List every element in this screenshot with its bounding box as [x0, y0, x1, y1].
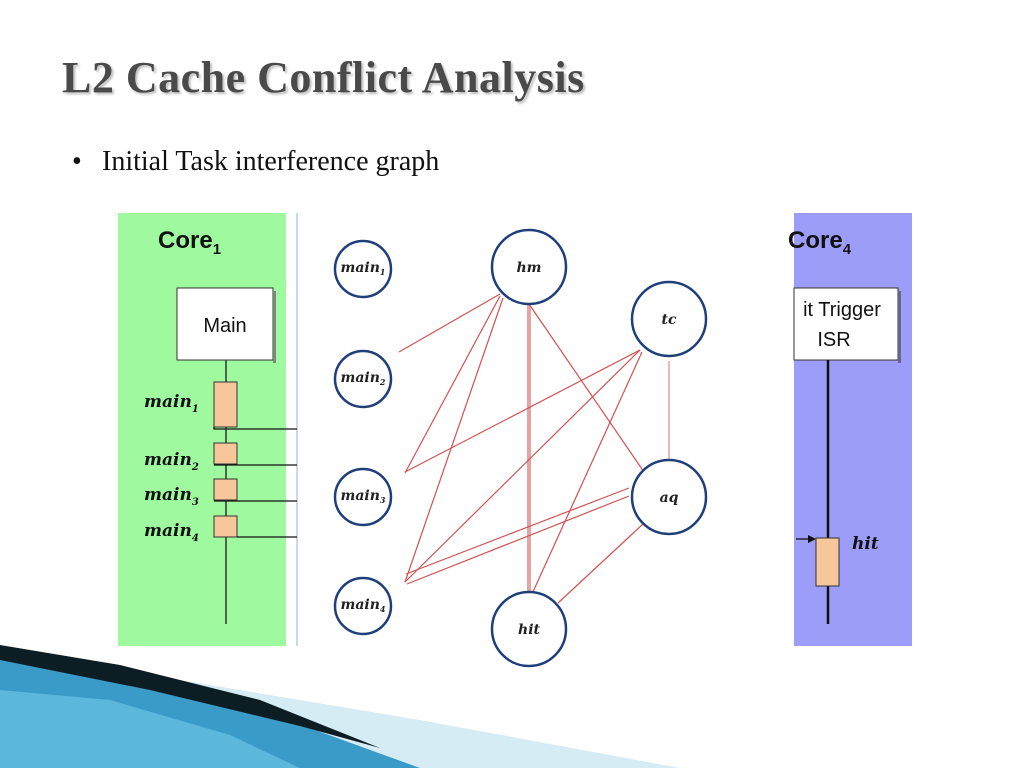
core4-isr-box: [793, 287, 899, 361]
edge-tc-main4: [404, 349, 641, 583]
svg-text:main1: main1: [341, 260, 386, 277]
graph-nodes: main1 main2 main3 main4 hm tc aq hit: [333, 228, 708, 668]
core1-connector-1: [213, 427, 297, 430]
swoosh-dark: [0, 645, 380, 748]
core4-panel: Core4 it Trigger ISR hit: [788, 213, 912, 646]
svg-text:main4: main4: [341, 597, 386, 614]
core4-task-label: hit: [852, 534, 879, 554]
svg-text:hit: hit: [518, 622, 540, 638]
graph-node-main3: main3: [333, 467, 393, 527]
graph-node-hit: hit: [490, 590, 568, 668]
core4-isr-box-shadow: [898, 291, 901, 363]
edge-hm-main3: [404, 295, 501, 474]
edge-hm-aq: [528, 303, 645, 473]
edge-aq-hit: [557, 523, 644, 604]
edge-tc-main3: [404, 349, 641, 473]
core4-isr-line1: it Trigger: [803, 299, 881, 321]
core1-task-label-1: main1: [144, 392, 199, 415]
core1-task-label-4: main4: [144, 521, 199, 544]
core1-task-label-2: main2: [144, 450, 199, 473]
core4-label: Core4: [788, 227, 852, 258]
core1-task-block-4: [213, 515, 238, 538]
svg-text:tc: tc: [662, 312, 677, 328]
edge-aq-main4: [406, 495, 630, 585]
svg-text:aq: aq: [660, 490, 679, 506]
graph-edges: [398, 293, 670, 604]
core1-task-block-1: [213, 381, 238, 428]
graph-node-aq: aq: [630, 458, 708, 536]
core4-arrowhead: [808, 535, 816, 543]
core4-task-block: [815, 537, 840, 587]
core1-task-label-3: main3: [144, 485, 199, 508]
svg-text:main2: main2: [341, 370, 386, 387]
swoosh-cyan: [0, 690, 300, 768]
edge-aq-main3: [405, 487, 630, 575]
core1-label: Core1: [158, 227, 221, 258]
core4-isr-line2: ISR: [817, 329, 850, 351]
core4-background: [794, 213, 912, 646]
slide-title: L2 Cache Conflict Analysis: [62, 53, 585, 102]
bullet-text: Initial Task interference graph: [102, 146, 440, 177]
edge-hm-main4: [404, 297, 504, 583]
svg-text:main3: main3: [341, 488, 386, 505]
graph-node-hm: hm: [490, 228, 568, 306]
core1-panel: Core1 Main main1 main2 main3 main4: [118, 213, 298, 646]
graph-node-main2: main2: [333, 349, 393, 409]
edge-hm-main2: [398, 293, 501, 353]
bullet-item: • Initial Task interference graph: [72, 146, 439, 178]
core1-main-box: [176, 287, 274, 361]
svg-text:hm: hm: [517, 260, 542, 276]
core1-task-block-2: [213, 442, 238, 465]
graph-node-tc: tc: [630, 280, 708, 358]
decorative-swoosh: [0, 645, 680, 768]
graph-node-main1: main1: [333, 239, 393, 299]
core1-task-block-3: [213, 478, 238, 501]
core1-main-box-shadow: [273, 291, 276, 363]
edge-tc-hit: [531, 351, 643, 595]
graph-node-main4: main4: [333, 576, 393, 636]
bullet-dot: •: [72, 146, 82, 177]
core1-main-label: Main: [203, 315, 246, 337]
